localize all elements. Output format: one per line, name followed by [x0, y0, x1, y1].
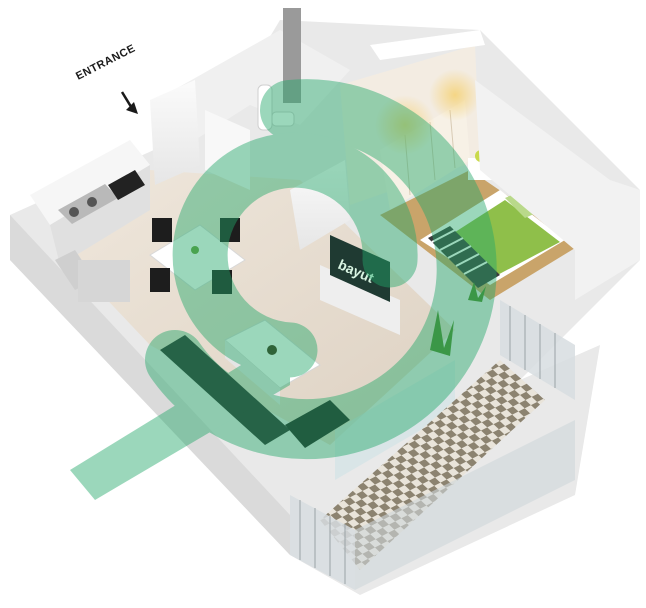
bedroom: [375, 69, 580, 300]
sofa: [160, 335, 350, 448]
balcony-railing: [290, 300, 575, 590]
dining-set: [149, 218, 246, 294]
bathroom: [165, 8, 350, 190]
tv-unit: bayut: [320, 235, 400, 335]
watermark-logo: [70, 79, 497, 500]
bedroom-outer-wall: [475, 80, 640, 300]
plants: [430, 282, 486, 356]
coffee-table: [224, 319, 321, 405]
balcony-glass-door: [335, 360, 455, 480]
kitchen: [30, 140, 150, 302]
balcony-floor: [320, 360, 545, 570]
entrance-arrow-icon: [120, 91, 138, 114]
